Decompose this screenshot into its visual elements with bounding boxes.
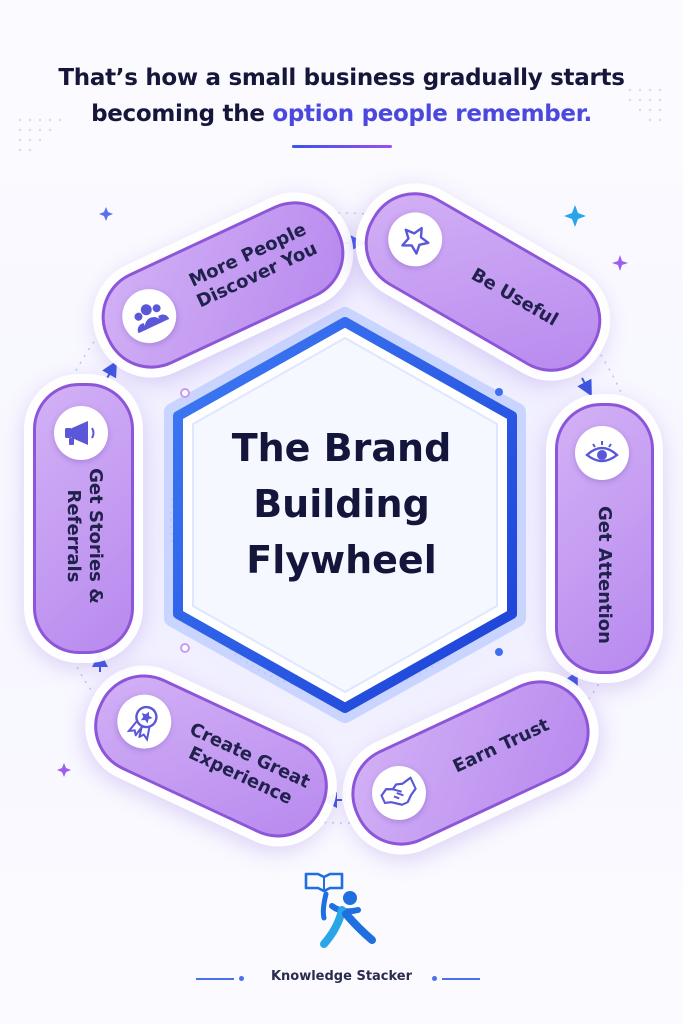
hexagon-node [180, 388, 190, 398]
hexagon-inner [192, 337, 498, 693]
step-label-line-1: Earn Trust [449, 714, 553, 778]
headline-line-2-prefix: becoming the [91, 101, 273, 127]
step-icon-wrap [54, 406, 108, 460]
step-get-attention: Get Attention [555, 403, 654, 674]
headline-line-2: becoming the option people remember. [0, 96, 683, 132]
hexagon-node [495, 388, 503, 396]
footer-brand: Knowledge Stacker [270, 969, 413, 984]
step-icon-wrap [363, 757, 435, 829]
arrow-useful-to-attention [577, 377, 592, 397]
sparkle-icon [57, 763, 71, 777]
footer-dot-left [239, 976, 244, 981]
handshake-icon [380, 776, 417, 806]
center-title-line-2: Building [253, 482, 430, 526]
center-title-line-1: The Brand [231, 426, 452, 470]
step-be-useful: Be Useful [347, 174, 619, 390]
dot-pattern-left [18, 118, 62, 152]
step-icon-wrap [113, 280, 186, 352]
footer-divider-left [196, 978, 234, 980]
headline-underline [292, 145, 392, 148]
sparkle-icon [99, 207, 113, 221]
step-icon-wrap [378, 202, 453, 277]
footer-dot-right [432, 976, 437, 981]
step-more-people-discover-you: More People Discover You [85, 185, 361, 385]
sparkle-icon [612, 255, 628, 271]
hexagon-outer-glow [164, 307, 526, 723]
hexagon-node [495, 648, 503, 656]
arrow-attention-to-trust [563, 670, 578, 691]
hexagon-node [180, 643, 190, 653]
step-create-great-experience: Create Great Experience [78, 658, 344, 854]
star-icon [401, 226, 430, 255]
headline-line-1: That’s how a small business gradually st… [58, 65, 625, 91]
footer-divider-right [442, 978, 480, 980]
step-label: Get Stories & Referrals [62, 446, 106, 626]
arrow-stories-to-discover [102, 360, 117, 381]
step-label-line-1: Get Attention [594, 506, 615, 644]
step-label: Earn Trust [431, 706, 572, 787]
dot-pattern-right [628, 88, 662, 122]
megaphone-icon [65, 421, 95, 445]
people-group-icon [134, 304, 170, 334]
step-label-line-2: Referrals [63, 489, 84, 583]
step-label: Get Attention [593, 485, 615, 665]
person-with-book-logo [304, 872, 376, 948]
award-ribbon-icon [126, 705, 158, 742]
eye-icon [585, 441, 619, 463]
sparkle-icon [564, 205, 586, 227]
step-icon-wrap [575, 426, 629, 480]
step-earn-trust: Earn Trust [335, 664, 606, 862]
step-icon-wrap [108, 685, 181, 758]
center-title: The Brand Building Flywheel [190, 420, 493, 588]
step-get-stories-referrals: Get Stories & Referrals [33, 383, 134, 654]
headline-accent: option people remember. [272, 101, 592, 127]
step-label-line-1: Get Stories & [85, 468, 106, 604]
center-title-line-3: Flywheel [246, 538, 437, 582]
headline: That’s how a small business gradually st… [0, 60, 683, 132]
